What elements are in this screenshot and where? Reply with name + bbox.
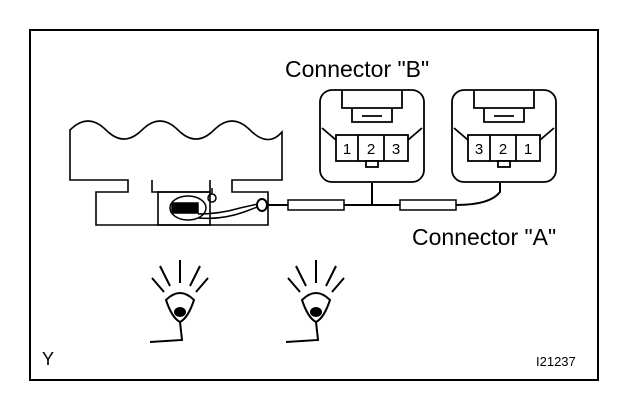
connector-b-pin: 3 bbox=[392, 141, 400, 158]
connector-a-pin: 2 bbox=[499, 141, 507, 158]
indicator-lamp-right bbox=[285, 260, 345, 343]
connector-a bbox=[451, 89, 557, 183]
connector-a-pin: 1 bbox=[524, 141, 532, 158]
sensor-element bbox=[169, 188, 261, 221]
corner-letter: Y bbox=[42, 349, 55, 369]
wire-harness bbox=[256, 183, 501, 212]
figure-code: I21237 bbox=[536, 354, 576, 369]
connector-b bbox=[319, 89, 425, 183]
connector-b-pin: 1 bbox=[343, 141, 351, 158]
connector-b-label: Connector "B" bbox=[285, 56, 430, 82]
connector-a-label: Connector "A" bbox=[412, 224, 557, 250]
indicator-lamp-left bbox=[149, 260, 209, 343]
connector-a-pin: 3 bbox=[475, 141, 483, 158]
frame-border bbox=[29, 29, 599, 381]
component-housing bbox=[69, 120, 283, 226]
connector-b-pin: 2 bbox=[367, 141, 375, 158]
